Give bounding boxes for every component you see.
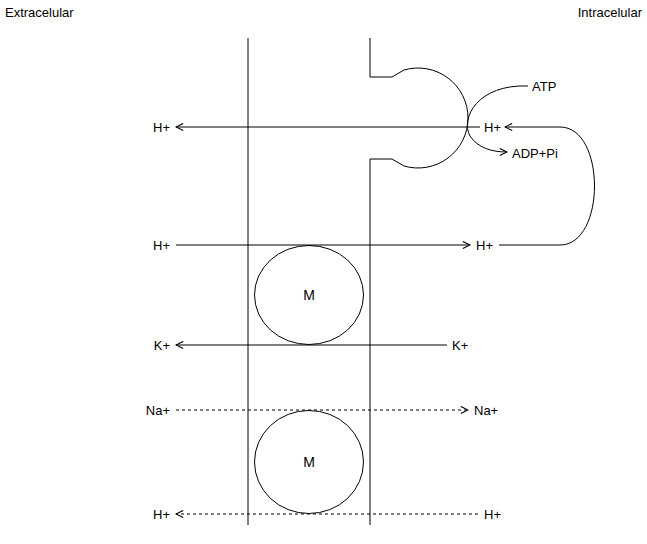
ion-label: Na+ xyxy=(474,404,498,417)
ion-label: H+ xyxy=(476,239,493,252)
carrier-label: M xyxy=(303,288,315,302)
ion-label: H+ xyxy=(484,121,501,134)
recycle-arrow xyxy=(499,127,595,245)
molecule-label: ADP+Pi xyxy=(512,147,558,160)
ion-label: K+ xyxy=(452,339,468,352)
membrane-line xyxy=(248,38,249,525)
reaction-arrow xyxy=(467,86,528,152)
carrier-circle: M xyxy=(254,245,364,345)
ion-label: H+ xyxy=(153,508,170,521)
region-label: Extracelular xyxy=(5,6,74,19)
carrier-label: M xyxy=(303,455,315,469)
ion-label: K+ xyxy=(154,339,170,352)
carrier-outline xyxy=(255,246,364,345)
region-label: Intracelular xyxy=(578,6,642,19)
atpase-pump xyxy=(370,38,468,525)
flux-arrow xyxy=(176,514,478,515)
ion-label: H+ xyxy=(153,239,170,252)
ion-label: H+ xyxy=(484,508,501,521)
flux-arrow xyxy=(176,410,468,411)
ion-label: Na+ xyxy=(146,404,170,417)
flux-arrow xyxy=(176,245,470,246)
flux-arrow xyxy=(176,127,480,128)
ion-label: H+ xyxy=(153,121,170,134)
carrier-outline xyxy=(255,411,364,514)
carrier-circle: M xyxy=(254,410,364,514)
molecule-label: ATP xyxy=(532,80,556,93)
